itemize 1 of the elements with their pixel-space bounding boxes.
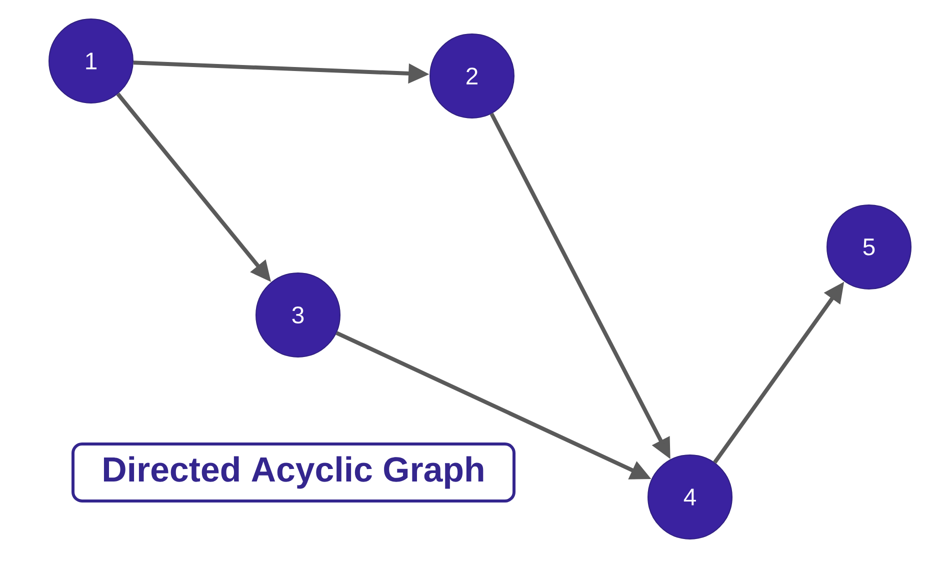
title-box: Directed Acyclic Graph <box>72 442 516 502</box>
